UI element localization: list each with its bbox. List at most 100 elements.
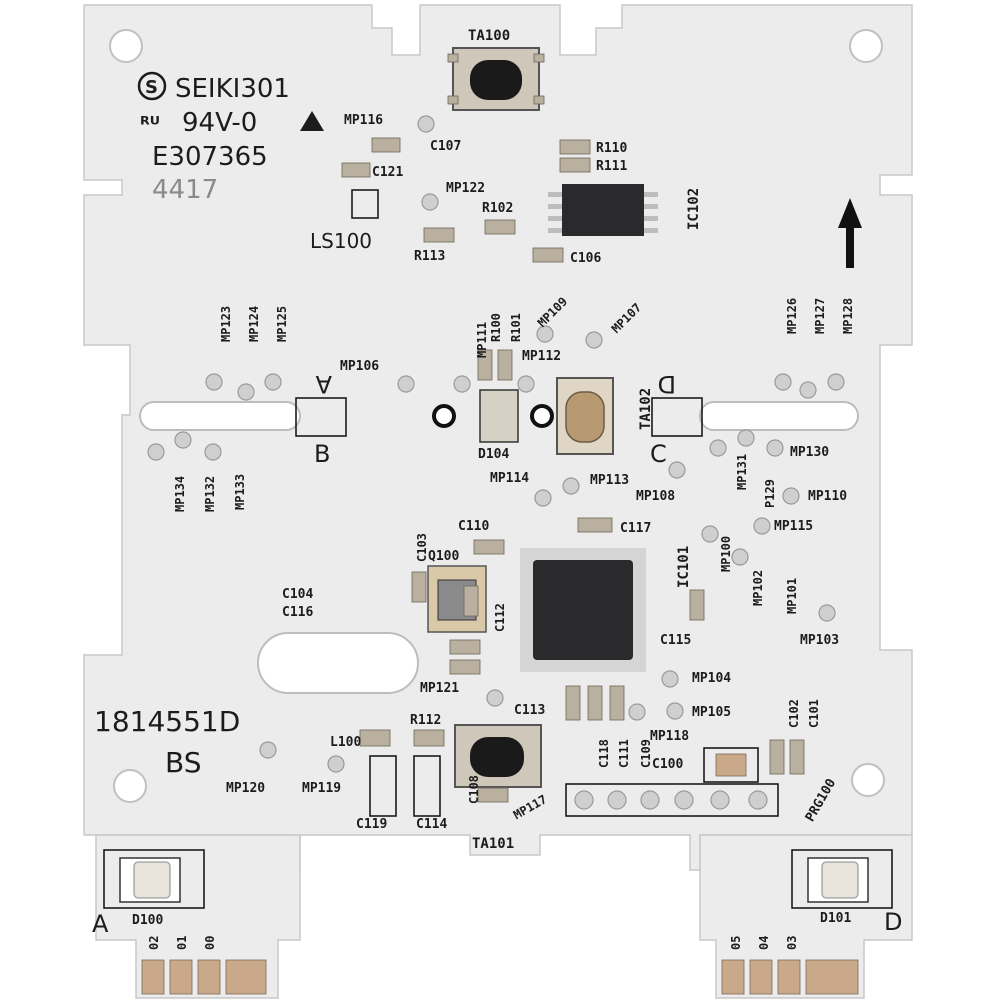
designator-r102: R102 bbox=[482, 201, 513, 216]
switch-ta101 bbox=[454, 724, 542, 788]
designator-mp129: P129 bbox=[763, 479, 777, 508]
output-label-05: 05 bbox=[729, 936, 743, 950]
designator-d101: D101 bbox=[820, 911, 851, 926]
switch-ta102 bbox=[556, 377, 614, 455]
designator-c113: C113 bbox=[514, 703, 545, 718]
designator-c106: C106 bbox=[570, 251, 601, 266]
designator-mp110: MP110 bbox=[808, 489, 847, 504]
designator-c107: C107 bbox=[430, 139, 461, 154]
designator-c111: C111 bbox=[617, 739, 631, 768]
designator-d100: D100 bbox=[132, 913, 163, 928]
designator-c116: C116 bbox=[282, 605, 313, 620]
tab-pads-left bbox=[141, 959, 267, 995]
designator-c117: C117 bbox=[620, 521, 651, 536]
designator-c104: C104 bbox=[282, 587, 313, 602]
svg-text:ᴿᵁ: ᴿᵁ bbox=[140, 112, 160, 136]
designator-r113: R113 bbox=[414, 249, 445, 264]
designator-mp126: MP126 bbox=[785, 298, 799, 334]
designator-r101: R101 bbox=[509, 313, 523, 342]
designator-ta101: TA101 bbox=[472, 836, 514, 852]
designator-c119: C119 bbox=[356, 817, 387, 832]
designator-c118: C118 bbox=[597, 739, 611, 768]
pad-outline-c bbox=[651, 397, 703, 437]
designator-c112: C112 bbox=[493, 603, 507, 632]
designator-c109: C109 bbox=[639, 739, 653, 768]
designator-c102: C102 bbox=[787, 699, 801, 728]
designator-mp112: MP112 bbox=[522, 349, 561, 364]
designator-mp134: MP134 bbox=[173, 476, 187, 512]
board-material: SEIKI301 bbox=[175, 74, 290, 104]
designator-mp108: MP108 bbox=[636, 489, 675, 504]
designator-mp116: MP116 bbox=[344, 113, 383, 128]
ul-rating: 94V-0 bbox=[182, 108, 257, 138]
designator-mp113: MP113 bbox=[590, 473, 629, 488]
led-d101 bbox=[791, 849, 893, 909]
designator-ta102: TA102 bbox=[638, 388, 654, 430]
pad-letter-d-top: D bbox=[658, 370, 676, 398]
slot-right bbox=[699, 401, 859, 431]
ul-file: E307365 bbox=[152, 142, 268, 172]
designator-c121: C121 bbox=[372, 165, 403, 180]
designator-d104: D104 bbox=[478, 447, 509, 462]
designator-r110: R110 bbox=[596, 141, 627, 156]
ul-logo: ᴿᵁ bbox=[140, 112, 160, 136]
designator-mp123: MP123 bbox=[219, 306, 233, 342]
output-label-01: 01 bbox=[175, 936, 189, 950]
designator-q100: Q100 bbox=[428, 549, 459, 564]
mounting-hole-bottom-right bbox=[851, 763, 885, 797]
designator-mp125: MP125 bbox=[275, 306, 289, 342]
header-prg100 bbox=[565, 783, 779, 817]
designator-c101: C101 bbox=[807, 699, 821, 728]
recycle-logo: S bbox=[137, 71, 167, 101]
designator-mp115: MP115 bbox=[774, 519, 813, 534]
pad-letter-d-bottom: D bbox=[884, 908, 902, 936]
arrow-up-icon bbox=[838, 198, 862, 268]
designator-mp111: MP111 bbox=[475, 322, 489, 358]
revision: BS bbox=[165, 746, 202, 779]
designator-l100: L100 bbox=[330, 735, 361, 750]
designator-mp103: MP103 bbox=[800, 633, 839, 648]
designator-mp105: MP105 bbox=[692, 705, 731, 720]
designator-mp131: MP131 bbox=[735, 454, 749, 490]
output-label-02: 02 bbox=[147, 936, 161, 950]
designator-c103: C103 bbox=[415, 533, 429, 562]
svg-text:S: S bbox=[145, 77, 158, 98]
tab-pads-right bbox=[721, 959, 859, 995]
designator-r100: R100 bbox=[489, 313, 503, 342]
designator-mp118: MP118 bbox=[650, 729, 689, 744]
led-d100 bbox=[103, 849, 205, 909]
chip-ic102 bbox=[548, 184, 658, 236]
led-d104 bbox=[479, 389, 519, 443]
oval-cutout bbox=[257, 632, 419, 694]
designator-mp130: MP130 bbox=[790, 445, 829, 460]
slot-left bbox=[139, 401, 301, 431]
designator-mp120: MP120 bbox=[226, 781, 265, 796]
designator-c115: C115 bbox=[660, 633, 691, 648]
mounting-hole-bottom-left bbox=[113, 769, 147, 803]
test-points bbox=[147, 115, 845, 773]
designator-ic102: IC102 bbox=[686, 188, 702, 230]
pad-letter-b: B bbox=[314, 440, 330, 468]
designator-ls100: LS100 bbox=[310, 229, 372, 253]
passives bbox=[341, 137, 805, 817]
mounting-hole-top-right bbox=[849, 29, 883, 63]
warning-triangle-icon bbox=[300, 111, 324, 131]
pad-letter-a-bottom: A bbox=[92, 910, 109, 938]
part-number: 1814551D bbox=[94, 705, 240, 738]
pad-outline-b bbox=[295, 397, 347, 437]
mounting-hole-top-left bbox=[109, 29, 143, 63]
designator-mp121: MP121 bbox=[420, 681, 459, 696]
designator-mp102: MP102 bbox=[751, 570, 765, 606]
designator-r111: R111 bbox=[596, 159, 627, 174]
pad-letter-c: C bbox=[650, 440, 667, 468]
designator-mp101: MP101 bbox=[785, 578, 799, 614]
date-code: 4417 bbox=[152, 175, 218, 205]
switch-ta100 bbox=[447, 47, 545, 111]
chip-ic101 bbox=[520, 548, 646, 672]
designator-c110: C110 bbox=[458, 519, 489, 534]
output-label-03: 03 bbox=[785, 936, 799, 950]
designator-mp124: MP124 bbox=[247, 306, 261, 342]
pad-letter-a-top: A bbox=[315, 370, 332, 398]
designator-c114: C114 bbox=[416, 817, 447, 832]
designator-mp106: MP106 bbox=[340, 359, 379, 374]
